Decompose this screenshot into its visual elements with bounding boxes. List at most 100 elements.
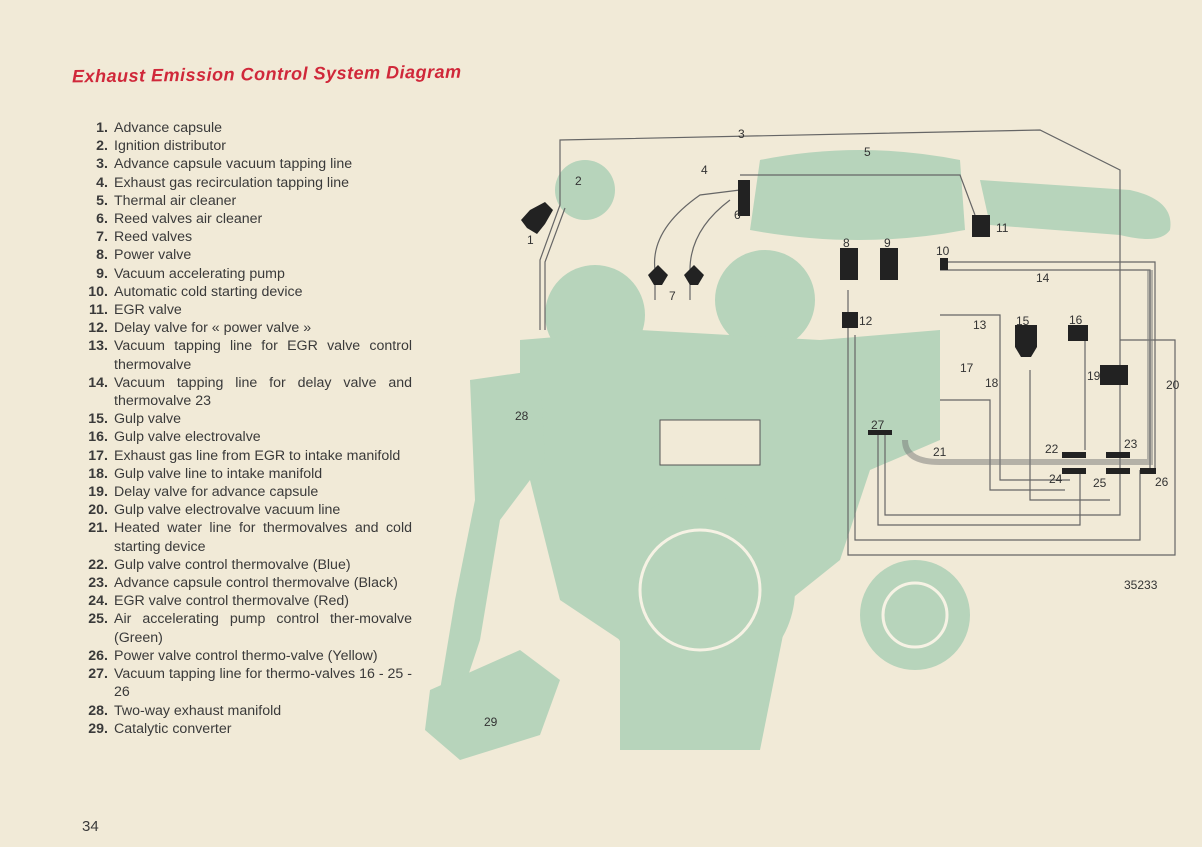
legend-number: 11.: [89, 302, 108, 319]
legend-number: 27.: [88, 666, 108, 683]
legend-number: 13.: [88, 338, 108, 355]
legend-item: 28.Two-way exhaust manifold: [72, 702, 412, 720]
engine-details: [638, 419, 949, 652]
callout-16: 16: [1069, 313, 1083, 327]
callout-24: 24: [1049, 472, 1063, 486]
legend-text: Two-way exhaust manifold: [114, 702, 282, 719]
legend-item: 27. Vacuum tapping line for thermo-valves…: [72, 665, 412, 701]
legend-text: Gulp valve electrovalve: [114, 429, 261, 446]
legend-number: 16.: [88, 429, 108, 446]
callout-14: 14: [1036, 271, 1050, 285]
legend-text: Advance capsule vacuum tapping line: [114, 156, 353, 173]
legend-number: 19.: [88, 484, 108, 501]
legend-number: 18.: [88, 465, 108, 482]
legend-text: Exhaust gas recirculation tapping line: [114, 174, 350, 191]
legend-text: Gulp valve line to intake manifold: [114, 465, 323, 482]
callout-2: 2: [575, 174, 582, 188]
legend-text: Catalytic converter: [114, 720, 232, 737]
legend-number: 4.: [96, 174, 108, 191]
legend-text: EGR valve: [114, 302, 182, 319]
legend-item: 21. Heated water line for thermovalves an…: [72, 519, 412, 555]
legend-item: 12.Delay valve for « power valve »: [72, 319, 412, 337]
lower-pulley: [605, 495, 795, 685]
reference-number: 35233: [1124, 578, 1158, 592]
callout-22: 22: [1045, 442, 1059, 456]
legend-text: Heated water line for thermovalves and c…: [114, 520, 412, 555]
legend-item: 2. Ignition distributor: [72, 137, 412, 155]
legend-text: Reed valves air cleaner: [114, 211, 263, 228]
callout-18: 18: [985, 376, 999, 390]
distributor: [555, 160, 615, 220]
air-cleaner: [750, 150, 965, 240]
legend-item: 25.Air accelerating pump control ther-mo…: [72, 610, 412, 646]
heated-water-line-21: [902, 270, 1153, 465]
legend-item: 6. Reed valves air cleaner: [72, 210, 412, 228]
thermovalve-icon: [1106, 452, 1130, 458]
legend-item: 1. Advance capsule: [72, 119, 412, 137]
catalytic-converter-29: [425, 650, 560, 760]
gulp-valve-icon: [1015, 325, 1037, 357]
legend-number: 7.: [96, 229, 108, 246]
callout-3: 3: [738, 127, 745, 141]
callout-11: 11: [996, 221, 1009, 235]
legend-text: Ignition distributor: [114, 138, 226, 155]
legend-text: Gulp valve control thermovalve (Blue): [114, 556, 351, 573]
callout-5: 5: [864, 145, 871, 159]
legend-number: 23.: [88, 575, 108, 592]
legend-text: Gulp valve electrovalve vacuum line: [114, 502, 341, 519]
callout-7: 7: [669, 289, 676, 303]
callout-6: 6: [734, 208, 741, 222]
legend-number: 25.: [88, 611, 108, 628]
callout-4: 4: [701, 163, 708, 177]
callout-21: 21: [933, 445, 947, 459]
callout-1: 1: [527, 233, 534, 247]
callout-26: 26: [1155, 475, 1169, 489]
legend-text: Reed valves: [114, 229, 193, 246]
legend-text: Advance capsule: [114, 120, 223, 136]
legend-number: 21.: [88, 520, 108, 537]
legend-item: 13.Vacuum tapping line for EGR valve con…: [72, 337, 412, 373]
delay-valve-advance-icon: [1100, 365, 1128, 385]
callout-19: 19: [1087, 369, 1101, 383]
legend-text: Vacuum tapping line for thermo-valves 16…: [114, 666, 412, 701]
legend-text: Exhaust gas line from EGR to intake mani…: [114, 447, 401, 464]
legend-number: 17.: [88, 447, 108, 464]
legend-number: 1.: [96, 120, 108, 136]
legend-text: EGR valve control thermovalve (Red): [114, 593, 349, 610]
callout-15: 15: [1016, 314, 1030, 328]
callout-10: 10: [936, 244, 950, 258]
engine-silhouette: [425, 150, 1171, 760]
legend-item: 11. EGR valve: [72, 301, 412, 319]
legend-item: 5.Thermal air cleaner: [72, 192, 412, 210]
legend-text: Thermal air cleaner: [114, 192, 237, 209]
legend-number: 6.: [96, 211, 108, 228]
delay-valve-icon: [842, 312, 858, 328]
power-valve-icon: [840, 248, 858, 280]
callout-13: 13: [973, 318, 987, 332]
legend-text: Power valve control thermo-valve (Yellow…: [114, 647, 378, 664]
legend-item: 10.Automatic cold starting device: [72, 283, 412, 301]
legend-item: 24.EGR valve control thermovalve (Red): [72, 592, 412, 610]
callout-17: 17: [960, 361, 974, 375]
legend-item: 22. Gulp valve control thermovalve (Blue): [72, 556, 412, 574]
legend-item: 17. Exhaust gas line from EGR to intake m…: [72, 447, 412, 465]
legend-number: 2.: [96, 138, 108, 155]
thermovalve-icon: [1106, 468, 1130, 474]
thermovalve-icon: [1140, 468, 1156, 474]
callout-20: 20: [1166, 378, 1180, 392]
components: [521, 180, 1156, 474]
legend-item: 29.Catalytic converter: [72, 720, 412, 738]
advance-capsule-icon: [521, 202, 553, 234]
legend-text: Advance capsule control thermovalve (Bla…: [114, 575, 398, 592]
callout-8: 8: [843, 236, 850, 250]
legend-number: 14.: [88, 374, 108, 391]
vacuum-lines: [539, 129, 1176, 556]
thermovalve-icon: [1062, 452, 1086, 458]
legend-text: Delay valve for advance capsule: [114, 484, 319, 501]
callout-27: 27: [871, 418, 885, 432]
legend-number: 22.: [88, 556, 108, 573]
legend-item: 20.Gulp valve electrovalve vacuum line: [72, 501, 412, 519]
